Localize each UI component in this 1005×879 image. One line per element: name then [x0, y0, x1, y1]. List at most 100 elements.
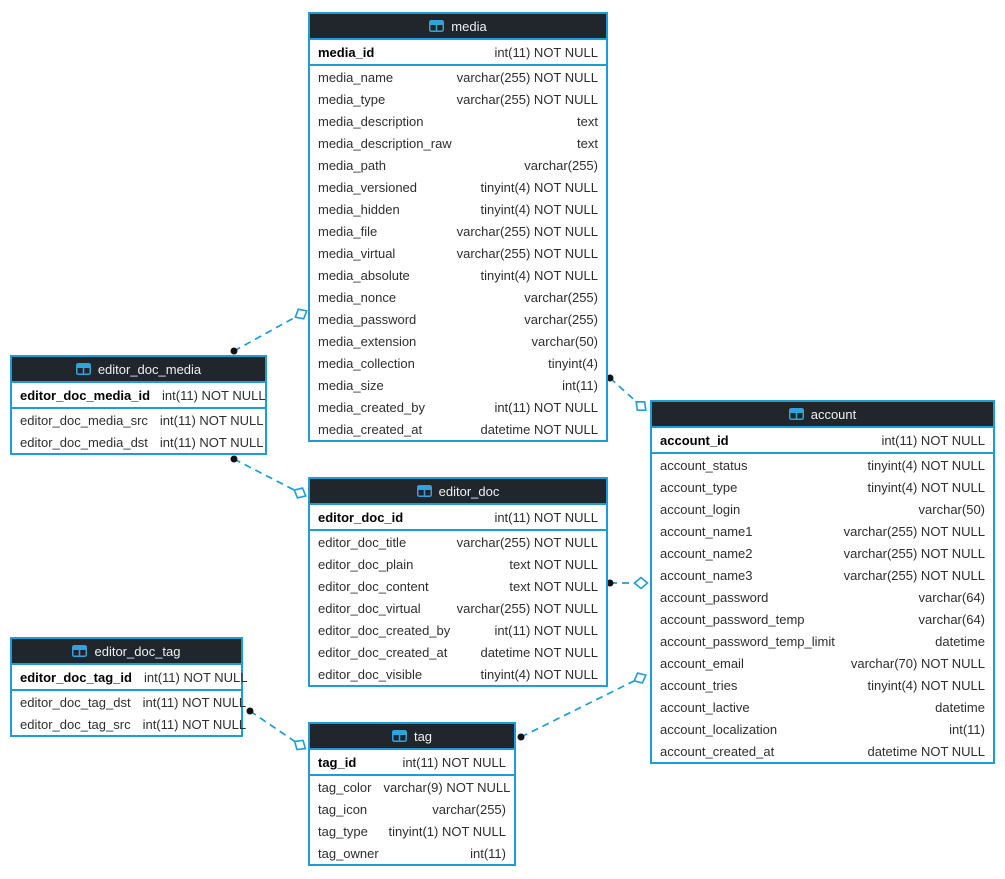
column-name: media_file [318, 223, 378, 239]
column-name: editor_doc_tag_src [20, 716, 131, 732]
relationship-dot [246, 707, 254, 715]
relationship-dot [230, 455, 238, 463]
table-tag-header[interactable]: tag [310, 724, 514, 750]
relationship-diamond [633, 672, 647, 684]
relationship-diamond [293, 739, 307, 751]
column-type: datetime [935, 633, 985, 649]
relationship-editor_doc_media-editor_doc[interactable] [230, 455, 309, 501]
column-name: account_email [660, 655, 744, 671]
table-title: tag [413, 728, 433, 744]
column-name: media_virtual [318, 245, 396, 261]
column-name: account_name2 [660, 545, 753, 561]
column-name: tag_color [318, 779, 372, 795]
column-type: tinyint(1) NOT NULL [388, 823, 506, 839]
relationship-tag-account[interactable] [517, 670, 649, 741]
table-media-header[interactable]: media [310, 14, 606, 40]
column-type: tinyint(4) NOT NULL [480, 267, 598, 283]
column-type: tinyint(4) NOT NULL [867, 479, 985, 495]
column-name: media_id [318, 44, 375, 60]
column-name: account_name3 [660, 567, 753, 583]
column-name: editor_doc_created_at [318, 644, 448, 660]
table-editor-doc-header[interactable]: editor_doc [310, 479, 606, 505]
relationship-editor_doc-account[interactable] [606, 576, 649, 590]
table-editor-doc-tag-header[interactable]: editor_doc_tag [12, 639, 241, 665]
column-row[interactable]: account_email varchar(70) NOT NULL [652, 652, 993, 674]
table-title: account [810, 406, 857, 422]
relationship-media-account[interactable] [606, 374, 650, 415]
relationship-dot [230, 347, 238, 355]
column-name: tag_type [318, 823, 368, 839]
relationship-editor_doc_tag-tag[interactable] [246, 707, 309, 754]
column-row[interactable]: media_virtual varchar(255) NOT NULL [310, 242, 606, 264]
column-type: varchar(255) NOT NULL [456, 245, 598, 261]
column-type: int(11) NOT NULL [162, 387, 266, 403]
relationship-editor_doc_media-media[interactable] [230, 306, 310, 355]
column-type: tinyint(4) NOT NULL [480, 179, 598, 195]
table-icon [416, 485, 432, 497]
table-editor-doc-media-header[interactable]: editor_doc_media [12, 357, 265, 383]
column-row[interactable]: tag_type tinyint(1) NOT NULL [310, 820, 514, 842]
column-type: int(11) [949, 721, 985, 737]
table-account-header[interactable]: account [652, 402, 993, 428]
relationship-diamond [294, 308, 308, 320]
column-type: varchar(70) NOT NULL [850, 655, 985, 671]
column-type: varchar(255) NOT NULL [843, 523, 985, 539]
